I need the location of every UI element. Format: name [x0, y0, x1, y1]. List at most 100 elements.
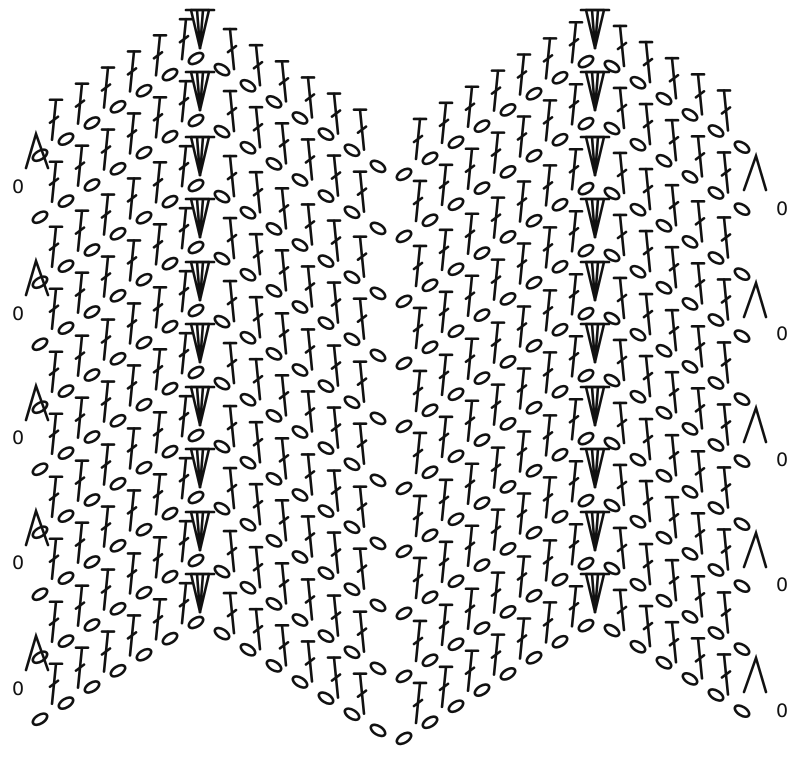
fan-increase — [593, 447, 606, 489]
chain-stitch — [655, 530, 673, 545]
chain-stitch — [525, 588, 543, 603]
double-crochet-stitch — [438, 682, 450, 692]
double-crochet-stitch — [356, 377, 368, 386]
double-crochet-stitch — [48, 679, 60, 689]
chain-stitch — [681, 422, 699, 436]
double-crochet-stitch — [412, 511, 424, 521]
chain-stitch — [239, 205, 257, 220]
chain-stitch — [629, 514, 647, 529]
chain-stitch — [109, 601, 127, 616]
double-crochet-stitch — [74, 226, 86, 235]
double-crochet-stitch — [252, 249, 264, 259]
chain-stitch — [317, 566, 335, 580]
chain-stitch — [317, 254, 335, 268]
double-crochet-stitch — [330, 236, 342, 245]
double-crochet-stitch — [152, 239, 164, 249]
double-crochet-stitch — [100, 522, 112, 531]
double-crochet-stitch — [516, 447, 528, 456]
chain-stitch — [135, 272, 153, 287]
chain-stitch — [317, 504, 335, 518]
fan-increase — [198, 260, 211, 302]
double-crochet-stitch — [74, 99, 86, 108]
chain-stitch — [213, 626, 231, 641]
double-crochet-stitch — [694, 404, 706, 413]
double-crochet-stitch — [252, 437, 264, 447]
row-marker-left-2: 0 — [12, 303, 24, 325]
double-crochet-stitch — [304, 93, 316, 102]
chain-stitch — [213, 251, 231, 266]
chain-stitch — [317, 127, 335, 141]
chain-stitch — [343, 270, 361, 285]
chain-stitch — [629, 639, 647, 654]
fan-increase — [198, 197, 211, 239]
chain-stitch — [161, 67, 179, 82]
double-crochet-stitch — [616, 543, 628, 553]
chain-stitch — [577, 556, 595, 571]
double-crochet-stitch — [642, 559, 654, 569]
chain-stitch — [369, 411, 387, 426]
double-crochet-stitch — [278, 77, 290, 86]
double-crochet-stitch — [642, 184, 654, 194]
fan-increase — [593, 385, 606, 427]
chain-stitch — [395, 481, 413, 496]
chain-stitch — [57, 384, 75, 398]
double-crochet-stitch — [412, 573, 424, 583]
double-crochet-stitch — [152, 552, 164, 562]
chain-stitch — [265, 222, 283, 236]
chain-stitch — [343, 332, 361, 347]
chain-stitch — [291, 675, 309, 689]
double-crochet-stitch — [720, 295, 732, 304]
double-crochet-stitch — [490, 463, 502, 472]
chain-stitch — [499, 542, 517, 556]
fan-increase — [198, 510, 211, 552]
double-crochet-stitch — [694, 90, 706, 99]
chain-stitch — [577, 368, 595, 383]
double-crochet-stitch — [668, 512, 680, 522]
turning-chain — [742, 653, 768, 694]
chain-stitch — [57, 634, 75, 648]
fan-increase — [198, 385, 211, 427]
chain-stitch — [135, 397, 153, 412]
double-crochet-stitch — [74, 538, 86, 547]
chain-stitch — [83, 368, 101, 382]
double-crochet-stitch — [412, 636, 424, 646]
chain-stitch — [135, 460, 153, 475]
chain-stitch — [187, 240, 205, 255]
chain-stitch — [499, 417, 517, 431]
double-crochet-stitch — [226, 233, 238, 243]
chain-stitch — [447, 512, 465, 527]
chain-stitch — [551, 322, 569, 337]
chain-stitch — [551, 70, 569, 85]
double-crochet-stitch — [464, 604, 476, 614]
chain-stitch — [265, 157, 283, 171]
chain-stitch — [551, 384, 569, 399]
double-crochet-stitch — [226, 358, 238, 368]
chain-stitch — [655, 91, 673, 106]
chain-stitch — [551, 447, 569, 462]
double-crochet-stitch — [126, 67, 138, 76]
chain-stitch — [239, 392, 257, 407]
chain-stitch — [603, 311, 621, 326]
double-crochet-stitch — [642, 309, 654, 319]
chain-stitch — [551, 572, 569, 587]
chain-stitch — [213, 189, 231, 204]
turning-chain — [742, 528, 768, 569]
chain-stitch — [707, 626, 725, 640]
double-crochet-stitch — [438, 245, 450, 255]
double-crochet-stitch — [126, 506, 138, 515]
chain-stitch — [239, 455, 257, 470]
chain-stitch — [343, 645, 361, 660]
chain-stitch — [213, 124, 231, 139]
chain-stitch — [733, 642, 751, 656]
chain-stitch — [31, 210, 49, 225]
chain-stitch — [317, 691, 335, 705]
chain-stitch — [525, 650, 543, 665]
row-marker-left-5: 0 — [12, 678, 24, 700]
double-crochet-stitch — [542, 556, 554, 565]
chain-stitch — [317, 629, 335, 643]
chain-stitch — [655, 405, 673, 420]
double-crochet-stitch — [252, 374, 264, 384]
double-crochet-stitch — [464, 291, 476, 301]
chain-stitch — [733, 202, 751, 216]
chain-stitch — [447, 197, 465, 212]
